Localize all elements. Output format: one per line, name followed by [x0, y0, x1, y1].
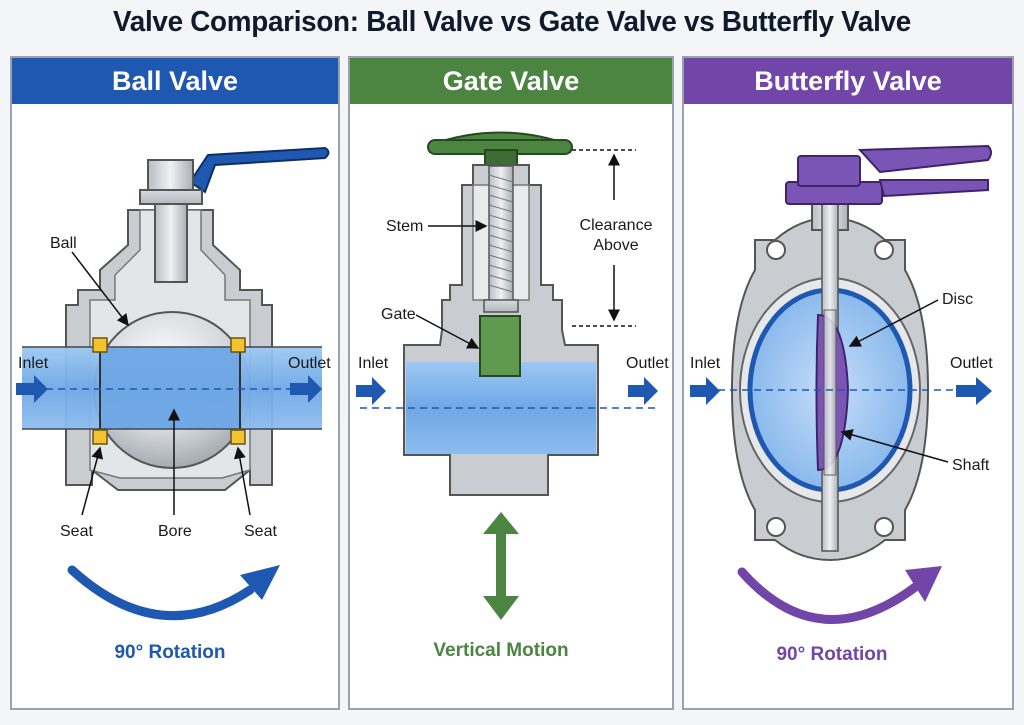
butterfly-inlet-label: Inlet: [690, 355, 721, 372]
flow-arrow-icon: [690, 377, 720, 405]
gate-clearance-label-2: Above: [593, 237, 638, 254]
ball-seat-left-label: Seat: [60, 523, 93, 540]
ball-caption: 90° Rotation: [114, 642, 225, 663]
butterfly-disc-label: Disc: [942, 291, 973, 308]
flow-arrow-icon: [956, 377, 992, 405]
flow-arrow-icon: [356, 377, 386, 405]
butterfly-outlet-label: Outlet: [950, 355, 993, 372]
butterfly-valve-header: Butterfly Valve: [684, 58, 1012, 104]
ball-valve-drawing: Ball Inlet Outlet Seat Bore Seat 90° Rot…: [16, 146, 331, 663]
gate-clearance-label-1: Clearance: [580, 217, 653, 234]
butterfly-valve-drawing: Disc Inlet Outlet Shaft 90° Rotation: [690, 144, 993, 665]
butterfly-caption: 90° Rotation: [776, 644, 887, 665]
ball-outlet-label: Outlet: [288, 355, 331, 372]
ball-seat-right-label: Seat: [244, 523, 277, 540]
gate-stem-label: Stem: [386, 218, 423, 235]
gate-gate-label: Gate: [381, 306, 416, 323]
flow-arrow-icon: [628, 377, 658, 405]
rotation-arrow-icon: [737, 567, 923, 624]
vertical-motion-arrow-icon: [483, 512, 519, 620]
ball-valve-header: Ball Valve: [12, 58, 338, 104]
gate-inlet-label: Inlet: [358, 355, 389, 372]
ball-bore-label: Bore: [158, 523, 192, 540]
ball-label: Ball: [50, 235, 77, 252]
butterfly-shaft-label: Shaft: [952, 457, 990, 474]
flow-arrow-icon: [16, 375, 48, 403]
page-title: Valve Comparison: Ball Valve vs Gate Val…: [113, 6, 911, 38]
ball-inlet-label: Inlet: [18, 355, 49, 372]
gate-valve-drawing: Stem Gate Clearance Above Inlet Outlet V…: [356, 131, 669, 661]
gate-caption: Vertical Motion: [433, 640, 568, 661]
flow-arrow-icon: [290, 375, 322, 403]
gate-valve-header: Gate Valve: [350, 58, 672, 104]
rotation-arrow-icon: [67, 565, 255, 621]
gate-outlet-label: Outlet: [626, 355, 669, 372]
